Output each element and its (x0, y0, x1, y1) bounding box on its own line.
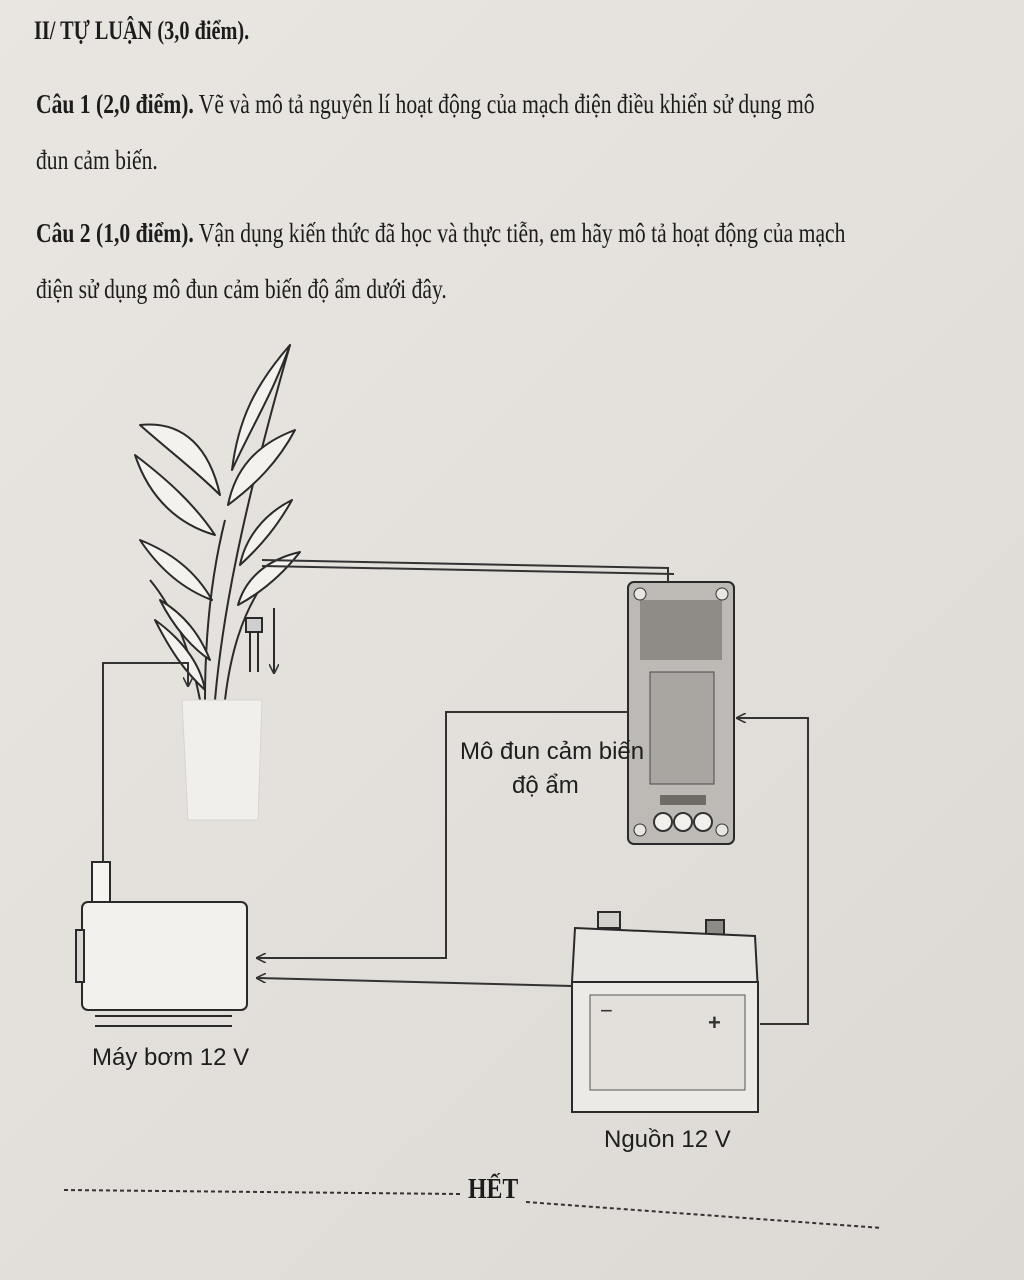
question-2: Câu 2 (1,0 điểm). Vận dụng kiến thức đã … (36, 205, 916, 317)
sensor-label-line1: Mô đun cảm biến (460, 738, 645, 765)
question-1: Câu 1 (2,0 điểm). Vẽ và mô tả nguyên lí … (36, 76, 916, 188)
end-divider (63, 1189, 883, 1229)
question-2-label: Câu 2 (1,0 điểm). (36, 218, 194, 248)
flower-pot (181, 699, 263, 821)
question-2-line1: Vận dụng kiến thức đã học và thực tiễn, … (193, 218, 846, 248)
end-marker-text: HẾT (468, 1174, 519, 1205)
section-heading: II/ TỰ LUẬN (3,0 điểm). (34, 16, 250, 45)
humidity-circuit-diagram: − + (75, 344, 809, 1113)
battery-icon (570, 911, 760, 1113)
pump-icon (75, 861, 248, 1027)
battery-plus-sign: + (708, 1010, 721, 1035)
sensor-label-line2: độ ẩm (512, 772, 579, 799)
question-2-line2: điện sử dụng mô đun cảm biến độ ẩm dưới … (36, 274, 447, 304)
sensor-module-icon (627, 581, 735, 845)
question-1-label: Câu 1 (2,0 điểm). (36, 89, 194, 119)
battery-minus-sign: − (600, 998, 613, 1023)
question-1-line1: Vẽ và mô tả nguyên lí hoạt động của mạch… (193, 89, 815, 119)
humidity-probe-icon (245, 608, 274, 672)
question-1-line2: đun cảm biến. (36, 145, 158, 175)
source-label: Nguồn 12 V (604, 1126, 731, 1153)
plant-icon (134, 344, 301, 701)
circuit-wires (102, 559, 809, 1025)
pump-label: Máy bơm 12 V (92, 1044, 250, 1071)
